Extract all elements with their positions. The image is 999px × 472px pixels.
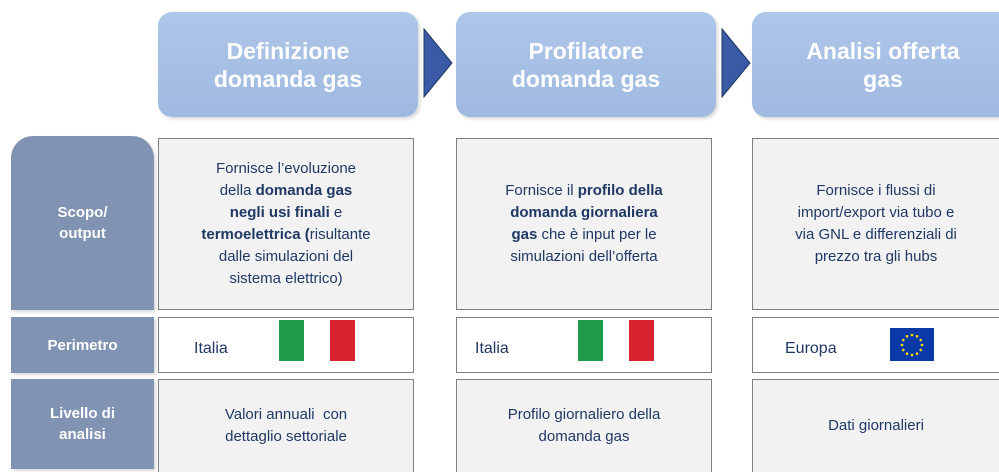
- level-3-line1: Dati giornalieri: [828, 417, 924, 434]
- perimeter-2-name: Italia: [475, 340, 509, 357]
- level-2-line1: Profilo giornaliero della: [507, 406, 661, 423]
- scope-2-line2: domanda giornaliera: [510, 204, 658, 221]
- row-label-perimeter: Perimetro: [11, 317, 154, 373]
- eu-flag-icon: [890, 328, 934, 361]
- scope-cell-3: Fornisce i flussi di import/export via t…: [752, 138, 999, 310]
- level-1-line2: dettaglio settoriale: [225, 428, 347, 445]
- scope-3-line4: prezzo tra gli hubs: [814, 248, 938, 265]
- perimeter-3-name: Europa: [785, 340, 837, 357]
- scope-2-line1a: Fornisce il: [505, 182, 578, 199]
- header-3-line1: Analisi offerta: [806, 37, 960, 64]
- row-label-level-line1: Livello di: [49, 405, 115, 422]
- level-cell-3: Dati giornalieri: [752, 379, 999, 472]
- row-label-level: Livello di analisi: [11, 379, 154, 469]
- scope-1-line1: Fornisce l’evoluzione: [215, 160, 357, 177]
- perimeter-cell-1: Italia: [158, 317, 414, 373]
- header-definizione: Definizione domanda gas: [158, 12, 418, 117]
- scope-2-line3b: che è input per le: [537, 226, 657, 243]
- row-label-perimeter-text: Perimetro: [47, 336, 118, 354]
- italy-flag-icon: [578, 320, 654, 361]
- header-1-line1: Definizione: [226, 37, 350, 64]
- scope-1-line2b: domanda gas: [255, 182, 353, 199]
- scope-1-line3b: e: [329, 204, 343, 221]
- header-analisi-offerta: Analisi offerta gas: [752, 12, 999, 117]
- header-3-line2: gas: [863, 65, 903, 92]
- scope-cell-2: Fornisce il profilo della domanda giorna…: [456, 138, 712, 310]
- scope-2-line4: simulazioni dell’offerta: [510, 248, 658, 265]
- header-2-line2: domanda gas: [511, 65, 661, 92]
- row-label-scope-line1: Scopo/: [57, 204, 108, 221]
- scope-2-line1b: profilo della: [577, 182, 663, 199]
- scope-3-line1: Fornisce i flussi di: [816, 182, 936, 199]
- row-label-scope-line2: output: [59, 225, 106, 242]
- scope-1-line4b: risultante: [309, 226, 371, 243]
- level-2-line2: domanda gas: [538, 428, 630, 445]
- header-profilatore: Profilatore domanda gas: [456, 12, 716, 117]
- scope-3-line2: import/export via tubo e: [797, 204, 955, 221]
- perimeter-cell-2: Italia: [456, 317, 712, 373]
- perimeter-1-name: Italia: [194, 340, 228, 357]
- row-label-level-line2: analisi: [59, 426, 106, 443]
- scope-1-line5: dalle simulazioni del: [218, 248, 354, 265]
- scope-3-line3: via GNL e differenziali di: [795, 226, 957, 243]
- level-cell-2: Profilo giornaliero della domanda gas: [456, 379, 712, 472]
- row-label-scope: Scopo/ output: [11, 136, 154, 310]
- scope-1-line2a: della: [219, 182, 256, 199]
- header-1-line2: domanda gas: [213, 65, 363, 92]
- scope-1-line4a: termoelettrica (: [201, 226, 310, 243]
- chevron-right-icon: [423, 28, 453, 98]
- scope-1-line6: sistema elettrico): [229, 270, 343, 287]
- scope-cell-1: Fornisce l’evoluzione della domanda gas …: [158, 138, 414, 310]
- italy-flag-icon: [279, 320, 355, 361]
- scope-1-line3a: negli usi finali: [229, 204, 330, 221]
- level-cell-1: Valori annuali con dettaglio settoriale: [158, 379, 414, 472]
- scope-2-line3a: gas: [511, 226, 538, 243]
- level-1-line1: Valori annuali con: [224, 406, 348, 423]
- perimeter-cell-3: Europa: [752, 317, 999, 373]
- header-2-line1: Profilatore: [528, 37, 644, 64]
- chevron-right-icon: [721, 28, 751, 98]
